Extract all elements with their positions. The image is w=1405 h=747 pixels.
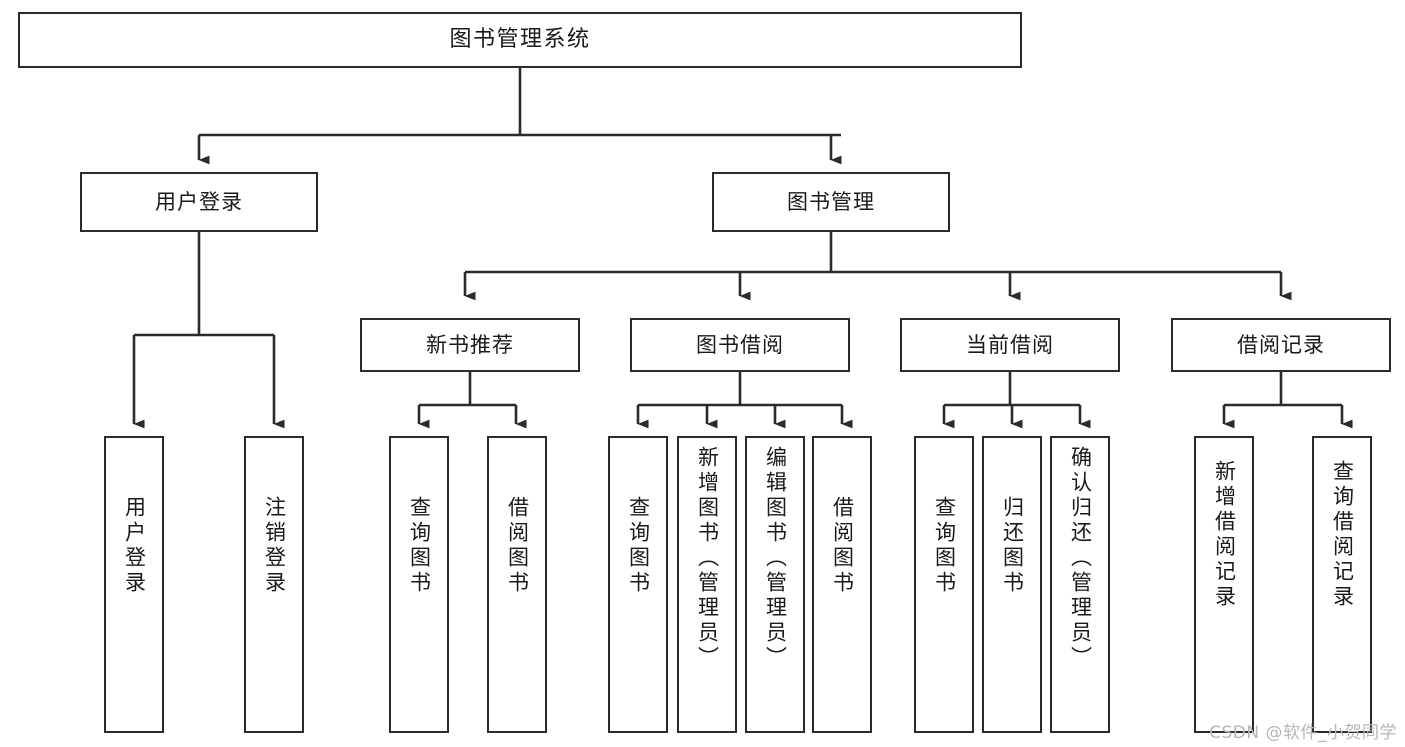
node-label: 用户登录 [122, 496, 147, 596]
node-book-borrow[interactable]: 图书借阅 [630, 318, 850, 372]
node-leaf-borrow-book-recommend[interactable]: 借阅图书 [487, 436, 547, 733]
node-leaf-query-book-recommend[interactable]: 查询图书 [389, 436, 449, 733]
node-label: 当前借阅 [966, 332, 1054, 357]
node-leaf-query-book-borrow[interactable]: 查询图书 [608, 436, 668, 733]
node-leaf-user-login[interactable]: 用户登录 [104, 436, 164, 733]
node-label: 查询借阅记录 [1330, 460, 1355, 610]
node-label: 借阅记录 [1237, 332, 1325, 357]
node-label: 查询图书 [407, 496, 432, 596]
node-label: 图书管理系统 [449, 27, 591, 53]
node-label: 借阅图书 [830, 496, 855, 596]
node-leaf-add-borrow-record[interactable]: 新增借阅记录 [1194, 436, 1254, 733]
node-label: 用户登录 [155, 189, 243, 214]
node-label: 新增图书（管理员） [695, 446, 720, 671]
node-leaf-return-book[interactable]: 归还图书 [982, 436, 1042, 733]
node-current-borrow[interactable]: 当前借阅 [900, 318, 1120, 372]
node-label: 归还图书 [1000, 496, 1025, 596]
node-borrow-record[interactable]: 借阅记录 [1171, 318, 1391, 372]
node-leaf-add-book-admin[interactable]: 新增图书（管理员） [677, 436, 737, 733]
node-new-book-recommend[interactable]: 新书推荐 [360, 318, 580, 372]
node-label: 新书推荐 [426, 332, 514, 357]
node-leaf-query-book-current[interactable]: 查询图书 [914, 436, 974, 733]
node-leaf-confirm-return-admin[interactable]: 确认归还（管理员） [1050, 436, 1110, 733]
node-label: 注销登录 [262, 496, 287, 596]
watermark-csdn: CSDN @软件_小贺同学 [1209, 723, 1397, 743]
node-label: 编辑图书（管理员） [763, 446, 788, 671]
node-label: 借阅图书 [505, 496, 530, 596]
node-leaf-borrow-book[interactable]: 借阅图书 [812, 436, 872, 733]
node-label: 图书管理 [787, 189, 875, 214]
node-label: 查询图书 [932, 496, 957, 596]
node-label: 确认归还（管理员） [1068, 446, 1093, 671]
node-book-management[interactable]: 图书管理 [712, 172, 950, 232]
node-label: 新增借阅记录 [1212, 460, 1237, 610]
node-user-login[interactable]: 用户登录 [80, 172, 318, 232]
node-label: 图书借阅 [696, 332, 784, 357]
node-leaf-edit-book-admin[interactable]: 编辑图书（管理员） [745, 436, 805, 733]
node-label: 查询图书 [626, 496, 651, 596]
node-leaf-logout-login[interactable]: 注销登录 [244, 436, 304, 733]
node-root-book-management-system[interactable]: 图书管理系统 [18, 12, 1022, 68]
node-leaf-query-borrow-record[interactable]: 查询借阅记录 [1312, 436, 1372, 733]
